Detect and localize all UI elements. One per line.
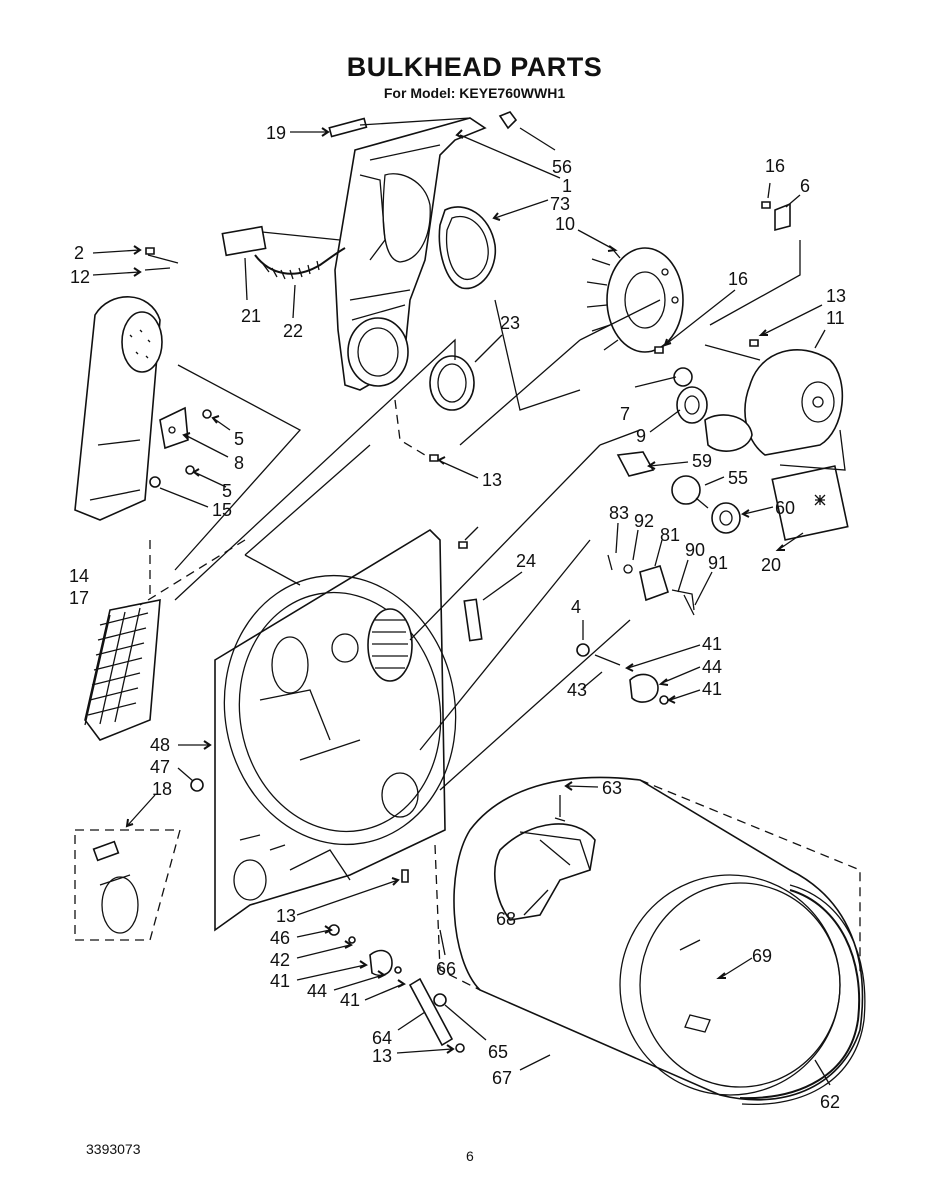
callout-16-mid: 16 bbox=[728, 269, 748, 289]
page-number: 6 bbox=[466, 1148, 474, 1164]
callout-56: 56 bbox=[552, 157, 572, 177]
callout-13-lower: 13 bbox=[276, 906, 296, 926]
callout-69: 69 bbox=[752, 946, 772, 966]
motor-housing-part bbox=[704, 349, 844, 456]
callout-67: 67 bbox=[492, 1068, 512, 1088]
callout-46: 46 bbox=[270, 928, 290, 948]
callout-42: 42 bbox=[270, 950, 290, 970]
callout-13-right: 13 bbox=[826, 286, 846, 306]
thermostat-cord-part bbox=[221, 225, 346, 280]
callout-59: 59 bbox=[692, 451, 712, 471]
screw-16-right bbox=[761, 201, 791, 232]
door-switch-parts bbox=[607, 554, 695, 616]
front-bulkhead-part bbox=[214, 528, 457, 932]
warning-label-part bbox=[771, 465, 849, 541]
model-subtitle: For Model: KEYE760WWH1 bbox=[383, 85, 566, 101]
callout-16-top: 16 bbox=[765, 156, 785, 176]
callout-arrows bbox=[92, 127, 831, 1086]
callout-20: 20 bbox=[761, 555, 781, 575]
grouping-lines bbox=[174, 117, 846, 791]
blower-wheel-part bbox=[586, 245, 684, 353]
callout-5-upper: 5 bbox=[234, 429, 244, 449]
callout-43: 43 bbox=[567, 680, 587, 700]
callout-6: 6 bbox=[800, 176, 810, 196]
callout-63: 63 bbox=[602, 778, 622, 798]
harness-kit-part bbox=[74, 829, 181, 941]
callout-4: 4 bbox=[571, 597, 581, 617]
heater-bracket-part bbox=[159, 406, 189, 450]
callout-44-b: 44 bbox=[307, 981, 327, 1001]
callout-62: 62 bbox=[820, 1092, 840, 1112]
duct-seal-part bbox=[438, 206, 497, 290]
callout-13-bottom: 13 bbox=[372, 1046, 392, 1066]
callout-41-b: 41 bbox=[702, 679, 722, 699]
callout-65: 65 bbox=[488, 1042, 508, 1062]
callout-66: 66 bbox=[436, 959, 456, 979]
callout-21: 21 bbox=[241, 306, 261, 326]
heater-duct-part bbox=[74, 296, 163, 521]
callout-15: 15 bbox=[212, 500, 232, 520]
callout-23: 23 bbox=[500, 313, 520, 333]
callout-47: 47 bbox=[150, 757, 170, 777]
callout-60: 60 bbox=[775, 498, 795, 518]
misc-screws bbox=[145, 247, 759, 792]
callout-73: 73 bbox=[550, 194, 570, 214]
callout-83: 83 bbox=[609, 503, 629, 523]
callout-64: 64 bbox=[372, 1028, 392, 1048]
callout-44-a: 44 bbox=[702, 657, 722, 677]
strip-part bbox=[328, 117, 368, 138]
callout-41-a: 41 bbox=[702, 634, 722, 654]
callout-41-d: 41 bbox=[340, 990, 360, 1010]
callout-92: 92 bbox=[634, 511, 654, 531]
duct-housing-part bbox=[334, 117, 487, 391]
callout-41-c: 41 bbox=[270, 971, 290, 991]
roller-assembly-upper bbox=[576, 643, 669, 705]
callout-24: 24 bbox=[516, 551, 536, 571]
callout-90: 90 bbox=[685, 540, 705, 560]
callout-2: 2 bbox=[74, 243, 84, 263]
callout-81: 81 bbox=[660, 525, 680, 545]
callout-68: 68 bbox=[496, 909, 516, 929]
heater-coil-part bbox=[84, 599, 161, 741]
callout-18: 18 bbox=[152, 779, 172, 799]
callout-11: 11 bbox=[826, 308, 845, 328]
callout-5-lower: 5 bbox=[222, 481, 232, 501]
bearing-parts bbox=[673, 367, 708, 424]
callout-14: 14 bbox=[69, 566, 89, 586]
lamp-socket-part bbox=[616, 451, 741, 534]
drum-seal-part bbox=[739, 884, 866, 1106]
callout-8: 8 bbox=[234, 453, 244, 473]
document-number: 3393073 bbox=[86, 1141, 141, 1157]
outlet-seal-part bbox=[429, 355, 475, 411]
drum-part bbox=[453, 776, 864, 1101]
heater-screws bbox=[144, 254, 212, 488]
callout-1: 1 bbox=[562, 176, 572, 196]
callout-12: 12 bbox=[70, 267, 90, 287]
callout-labels: 19 56 1 73 10 16 6 2 12 21 22 16 13 11 2… bbox=[69, 123, 846, 1112]
callout-9: 9 bbox=[636, 426, 646, 446]
callout-13-center: 13 bbox=[482, 470, 502, 490]
callout-55: 55 bbox=[728, 468, 748, 488]
clip-part-56 bbox=[498, 111, 518, 130]
callout-10: 10 bbox=[555, 214, 575, 234]
callout-48: 48 bbox=[150, 735, 170, 755]
drum-roller-assembly bbox=[328, 869, 465, 1053]
callout-17: 17 bbox=[69, 588, 89, 608]
page-title: BULKHEAD PARTS bbox=[346, 52, 603, 82]
baffle-clip-part bbox=[463, 598, 483, 642]
callout-91: 91 bbox=[708, 553, 728, 573]
callout-7: 7 bbox=[620, 404, 630, 424]
callout-19: 19 bbox=[266, 123, 286, 143]
callout-22: 22 bbox=[283, 321, 303, 341]
